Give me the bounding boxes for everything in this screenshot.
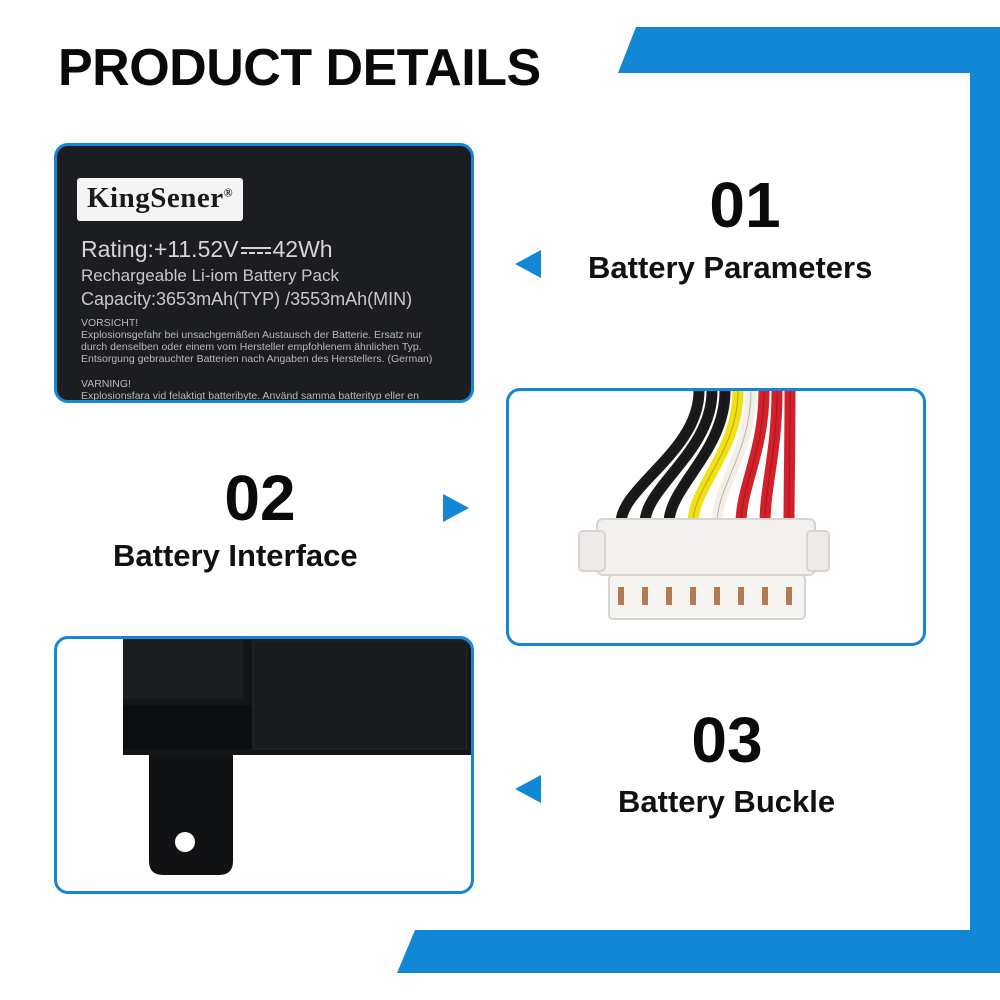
battery-edge-step	[123, 705, 263, 749]
connector-pin	[666, 587, 672, 605]
feature-number: 01	[709, 169, 781, 241]
connector-pins	[618, 587, 792, 605]
pack-text: Rechargeable Li-iom Battery Pack	[81, 266, 339, 285]
battery-edge-cover	[252, 640, 468, 750]
connector-pin	[714, 587, 720, 605]
feature-number: 02	[224, 462, 296, 534]
dc-symbol-icon	[240, 246, 271, 256]
brand-logo: KingSener®	[77, 178, 244, 221]
connector-pin	[762, 587, 768, 605]
warning-heading: VORSICHT!	[81, 317, 139, 329]
connector-pin	[690, 587, 696, 605]
feature-label: Battery Buckle	[618, 784, 836, 819]
connector-illustration	[578, 391, 830, 620]
buckle-illustration	[123, 639, 471, 875]
page-title: PRODUCT DETAILS	[58, 39, 541, 97]
wire	[687, 391, 744, 529]
feature-label: Battery Interface	[113, 538, 358, 573]
warning-line: Explosionsgefahr bei unsachgemäßen Austa…	[81, 329, 422, 341]
feature-number: 03	[691, 704, 763, 776]
wire	[663, 391, 731, 529]
connector-latch-left	[578, 530, 606, 572]
blue-frame-right	[970, 27, 1000, 973]
wire-outline	[692, 391, 739, 524]
wire-outline	[716, 391, 752, 524]
arrow-right-icon	[443, 494, 469, 522]
capacity-text: Capacity:3653mAh(TYP) /3553mAh(MIN)	[81, 289, 413, 309]
connector-wires	[615, 391, 796, 529]
connector-housing	[596, 518, 816, 576]
blue-frame-top	[618, 27, 1000, 73]
connector-pin	[642, 587, 648, 605]
wire	[615, 391, 705, 529]
buckle-tab	[149, 755, 233, 875]
battery-connector-photo	[506, 388, 926, 646]
warning-line: durch denselben oder einem vom Herstelle…	[81, 341, 422, 353]
connector-body	[608, 574, 806, 620]
connector-pin	[738, 587, 744, 605]
arrow-left-icon	[515, 250, 541, 278]
buckle-hole	[175, 832, 195, 852]
wire	[735, 391, 770, 529]
warning-line: Entsorgung gebrauchter Batterien nach An…	[81, 353, 433, 365]
battery-edge-panel	[123, 639, 243, 699]
wire	[639, 391, 718, 529]
battery-buckle-photo	[54, 636, 474, 894]
warning-heading: VARNING!	[81, 378, 131, 390]
wire-outline	[764, 391, 778, 524]
wire-outline	[668, 391, 726, 524]
wire-outline	[644, 391, 713, 524]
arrow-left-icon	[515, 775, 541, 803]
connector-pin	[618, 587, 624, 605]
wire-outline	[788, 391, 791, 524]
connector-pin	[786, 587, 792, 605]
feature-label: Battery Parameters	[588, 250, 873, 285]
wire	[759, 391, 783, 529]
wire	[711, 391, 757, 529]
warning-line: Explosionsfara vid felaktigt batteribyte…	[81, 390, 419, 402]
connector-latch-right	[806, 530, 830, 572]
blue-frame-bottom	[397, 930, 1000, 973]
wire-outline	[740, 391, 765, 524]
wire-outline	[620, 391, 700, 524]
wire	[783, 391, 796, 529]
